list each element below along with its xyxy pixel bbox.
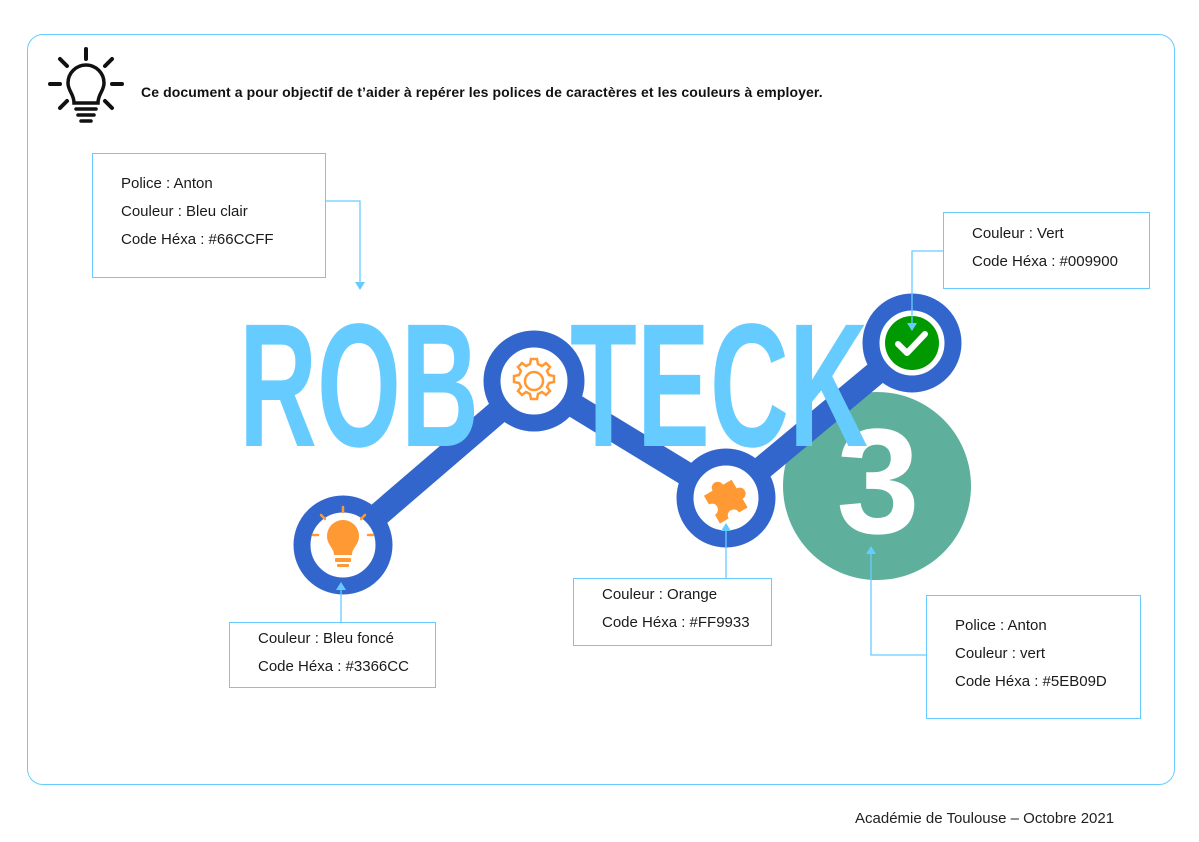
note-hex: Code Héxa : #FF9933	[602, 614, 750, 631]
gear-node	[483, 330, 585, 432]
note-color: Couleur : Bleu clair	[121, 203, 248, 220]
logo-word-rob: ROB	[239, 288, 479, 484]
lightbulb-node	[293, 495, 393, 595]
number-circle	[783, 392, 971, 580]
note-hex: Code Héxa : #3366CC	[258, 658, 409, 675]
connector-line	[335, 333, 920, 555]
note-font: Police : Anton	[121, 175, 213, 192]
intro-text: Ce document a pour objectif de t’aider à…	[141, 84, 823, 100]
note-light-blue: Police : Anton Couleur : Bleu clair Code…	[92, 153, 326, 278]
puzzle-icon	[703, 479, 748, 524]
check-node	[862, 293, 962, 393]
logo-number: 3	[836, 397, 919, 565]
note-hex: Code Héxa : #009900	[972, 253, 1118, 270]
page-frame	[27, 34, 1175, 785]
note-color: Couleur : Bleu foncé	[258, 630, 394, 647]
note-color: Couleur : Vert	[972, 225, 1064, 242]
note-color: Couleur : vert	[955, 645, 1046, 662]
checkmark-icon	[895, 331, 928, 356]
lightbulb-icon	[48, 47, 124, 123]
note-hex: Code Héxa : #66CCFF	[121, 231, 274, 248]
note-green-check: Couleur : Vert Code Héxa : #009900	[943, 212, 1150, 289]
note-orange: Couleur : Orange Code Héxa : #FF9933	[573, 578, 772, 646]
note-color: Couleur : Orange	[602, 586, 718, 603]
gear-icon	[512, 357, 556, 401]
note-green-number: Police : Anton Couleur : vert Code Héxa …	[926, 595, 1141, 719]
lightbulb-icon	[311, 505, 375, 567]
note-font: Police : Anton	[955, 617, 1047, 634]
note-dark-blue: Couleur : Bleu foncé Code Héxa : #3366CC	[229, 622, 436, 688]
note-hex: Code Héxa : #5EB09D	[955, 673, 1107, 690]
footer-text: Académie de Toulouse – Octobre 2021	[855, 810, 1115, 827]
puzzle-node	[676, 448, 776, 548]
